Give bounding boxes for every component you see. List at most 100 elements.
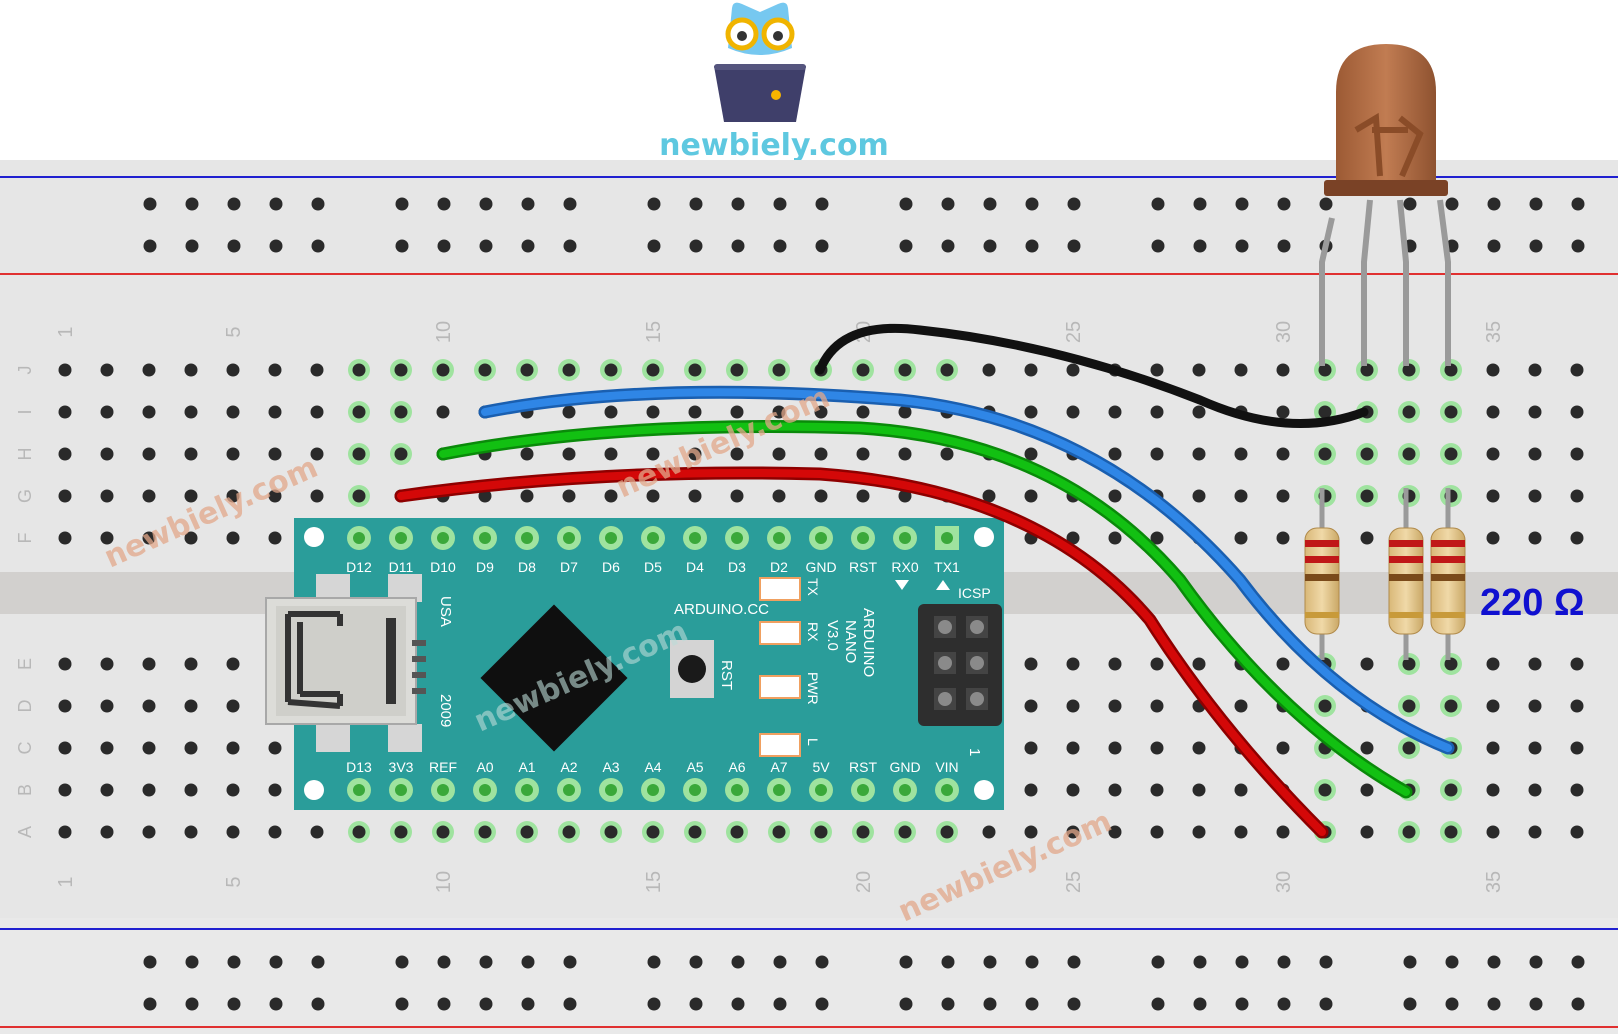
hole — [1318, 447, 1332, 461]
hole — [1234, 489, 1248, 503]
rail-hole — [1193, 197, 1207, 211]
hole — [1108, 699, 1122, 713]
resistors — [1304, 488, 1466, 660]
column-number: 35 — [1483, 871, 1505, 893]
hole — [1486, 531, 1500, 545]
hole — [1150, 699, 1164, 713]
hole — [688, 447, 702, 461]
hole — [1276, 363, 1290, 377]
hole — [1570, 657, 1584, 671]
hole — [1318, 363, 1332, 377]
bottom-pin-label: D13 — [346, 759, 372, 775]
column-number: 30 — [1273, 871, 1295, 893]
hole — [352, 363, 366, 377]
rail-hole — [983, 955, 997, 969]
rail-hole — [983, 239, 997, 253]
hole — [142, 783, 156, 797]
rail-hole — [941, 955, 955, 969]
hole — [226, 657, 240, 671]
bottom-pin-label: A3 — [602, 759, 619, 775]
rail-hole — [1025, 197, 1039, 211]
hole — [1066, 741, 1080, 755]
rail-hole — [1277, 955, 1291, 969]
hole — [352, 405, 366, 419]
hole — [562, 447, 576, 461]
rail-hole — [731, 997, 745, 1011]
bottom-pin-label: A6 — [728, 759, 745, 775]
rail-hole — [899, 997, 913, 1011]
icsp-label: ICSP — [958, 585, 991, 601]
top-pin-label: D8 — [518, 559, 536, 575]
top-pin-label: D12 — [346, 559, 372, 575]
hole — [226, 699, 240, 713]
rgb-led — [1319, 44, 1451, 366]
hole — [688, 405, 702, 419]
rail-hole — [1151, 239, 1165, 253]
hole — [478, 363, 492, 377]
rail-hole — [773, 997, 787, 1011]
hole — [814, 405, 828, 419]
hole — [58, 741, 72, 755]
model-line-2: NANO — [842, 620, 859, 663]
wire-blue — [481, 388, 1452, 752]
hole — [1486, 741, 1500, 755]
rail-hole — [1319, 955, 1333, 969]
top-pin-label: D2 — [770, 559, 788, 575]
hole — [394, 363, 408, 377]
hole — [1024, 783, 1038, 797]
bottom-pin-label: RST — [849, 759, 877, 775]
row-letter: C — [15, 742, 35, 755]
rail-hole — [269, 955, 283, 969]
hole — [1444, 405, 1458, 419]
hole — [1192, 783, 1206, 797]
rail-hole — [311, 997, 325, 1011]
rail-hole — [1193, 239, 1207, 253]
hole — [1234, 531, 1248, 545]
hole — [1024, 363, 1038, 377]
rail-hole — [185, 197, 199, 211]
hole — [646, 363, 660, 377]
hole — [1318, 783, 1332, 797]
hole — [100, 405, 114, 419]
hole — [58, 489, 72, 503]
tx-arrow-icon — [936, 580, 950, 590]
hole — [1108, 657, 1122, 671]
hole — [58, 783, 72, 797]
hole — [142, 741, 156, 755]
rail-hole — [1529, 997, 1543, 1011]
rail-hole — [143, 239, 157, 253]
hole — [100, 783, 114, 797]
hole — [520, 825, 534, 839]
rail-hole — [773, 197, 787, 211]
rail-hole — [1277, 997, 1291, 1011]
hole — [1360, 447, 1374, 461]
hole — [1444, 363, 1458, 377]
hole — [1192, 489, 1206, 503]
hole — [856, 825, 870, 839]
rail-hole — [1529, 955, 1543, 969]
rail-hole — [437, 239, 451, 253]
hole — [1318, 405, 1332, 419]
hole — [1444, 657, 1458, 671]
hole — [142, 531, 156, 545]
rail-hole — [647, 197, 661, 211]
hole — [226, 363, 240, 377]
hole — [1024, 699, 1038, 713]
hole — [646, 489, 660, 503]
hole — [1528, 447, 1542, 461]
hole — [1066, 825, 1080, 839]
hole — [352, 489, 366, 503]
rail-hole — [1151, 997, 1165, 1011]
rail-hole — [731, 955, 745, 969]
rail-hole — [227, 997, 241, 1011]
rail-hole — [647, 955, 661, 969]
rail-hole — [647, 997, 661, 1011]
hole — [562, 825, 576, 839]
hole — [772, 363, 786, 377]
hole — [142, 489, 156, 503]
hole — [1486, 363, 1500, 377]
hole — [268, 741, 282, 755]
row-letter: H — [15, 448, 35, 461]
hole — [58, 405, 72, 419]
hole — [1192, 657, 1206, 671]
